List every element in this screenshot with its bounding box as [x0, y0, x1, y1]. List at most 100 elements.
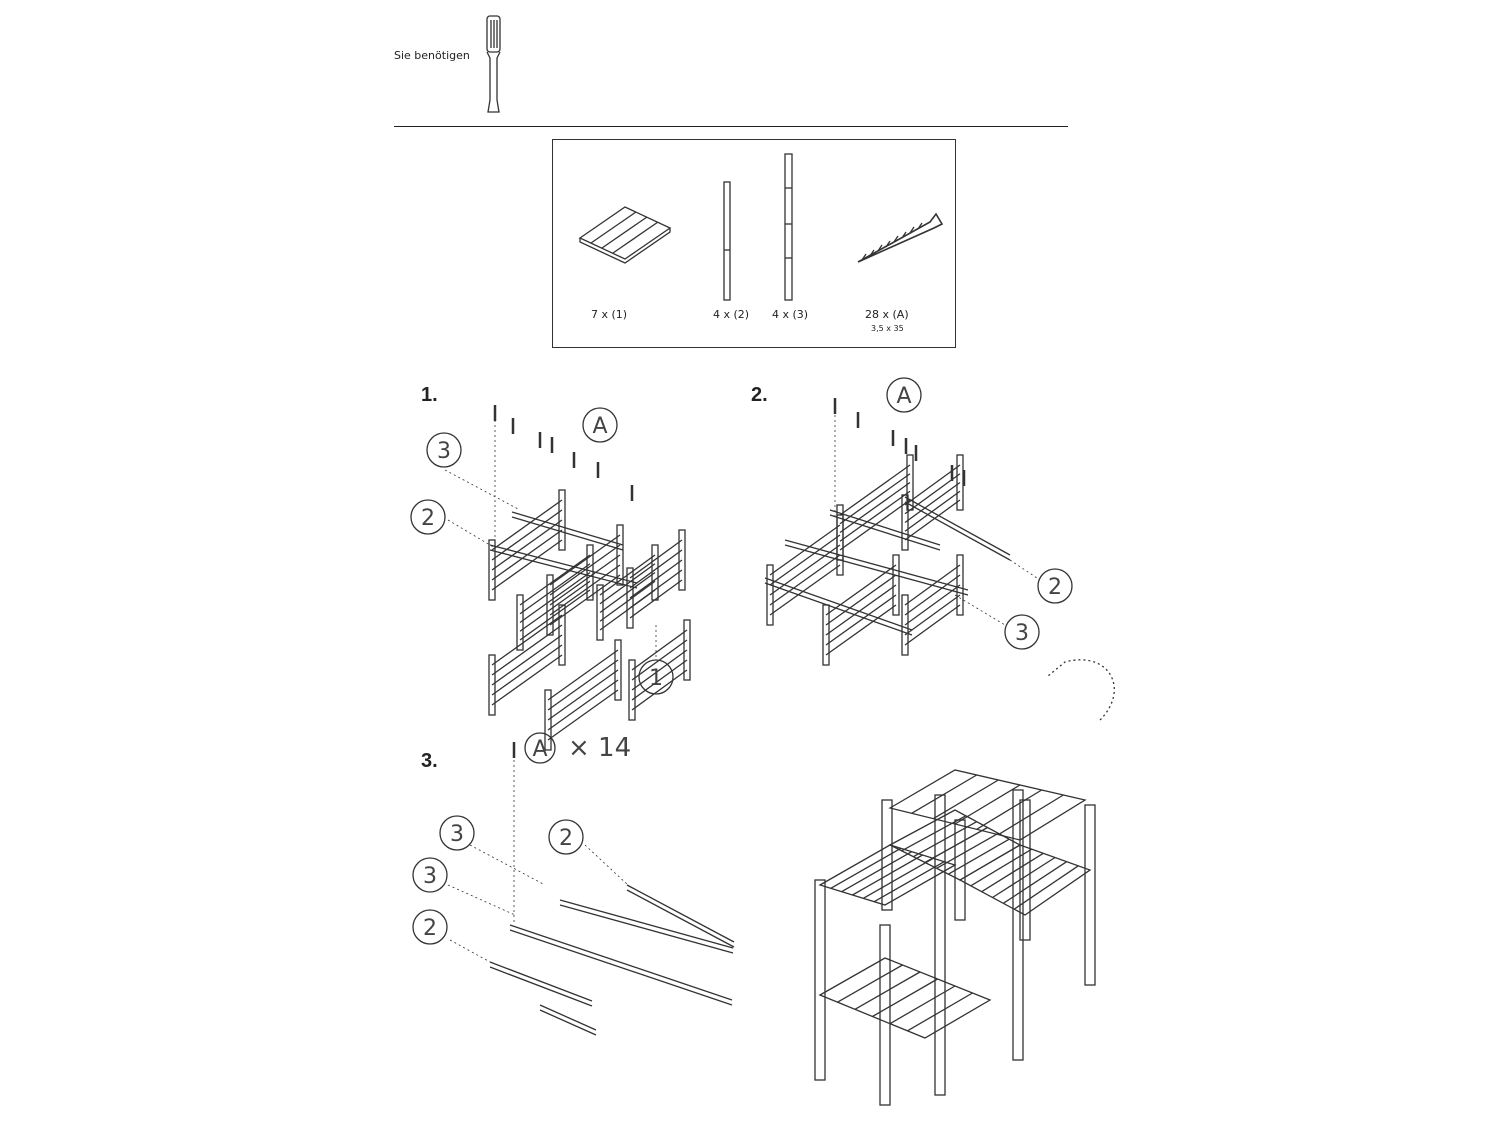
slat — [547, 649, 619, 701]
screw-count-label: × 14 — [568, 733, 631, 763]
slat — [904, 499, 961, 541]
side-frame — [546, 524, 624, 636]
slat — [854, 971, 921, 1010]
slat — [841, 851, 912, 893]
slat — [933, 779, 999, 820]
slat — [769, 544, 841, 596]
long-post-icon — [784, 153, 793, 301]
callout-part-2-label: 2 — [423, 916, 437, 941]
post — [901, 494, 909, 551]
post — [544, 689, 552, 751]
side-frame — [628, 619, 691, 721]
post — [651, 544, 659, 601]
slat — [769, 564, 841, 616]
post — [879, 924, 891, 1106]
slat — [547, 679, 619, 731]
part-2-qty: 4 x (2) — [713, 308, 750, 321]
slat — [839, 473, 911, 525]
callout-a — [886, 377, 922, 413]
slat — [904, 481, 961, 524]
post — [558, 489, 566, 551]
slat — [954, 784, 1021, 825]
slat — [491, 654, 563, 706]
rail — [626, 884, 735, 948]
slat — [491, 624, 563, 676]
slat — [519, 563, 591, 615]
callout-part-3-label: 3 — [1015, 621, 1029, 646]
slat — [901, 815, 967, 852]
callout-a — [582, 407, 618, 443]
rail — [904, 496, 1011, 561]
slat — [825, 604, 897, 656]
rail — [559, 899, 734, 954]
slat — [491, 614, 563, 666]
post — [616, 524, 624, 586]
post — [934, 794, 946, 1096]
screw-icon — [857, 212, 944, 263]
rail — [539, 1004, 597, 1036]
slat — [629, 549, 683, 589]
shelf-board-icon — [578, 206, 672, 264]
post — [814, 879, 826, 1081]
slat — [1013, 865, 1079, 910]
slat — [491, 539, 563, 591]
post — [596, 584, 604, 641]
slat — [904, 594, 961, 636]
screwdriver-icon — [486, 15, 501, 113]
slat — [992, 856, 1056, 899]
side-frame — [901, 554, 964, 656]
slat — [631, 669, 688, 711]
slat — [769, 554, 841, 606]
slat — [863, 857, 934, 899]
slat — [907, 992, 973, 1032]
post — [1084, 804, 1096, 986]
slat — [970, 848, 1033, 887]
slat — [769, 534, 841, 586]
rotate-arrow-icon — [1047, 659, 1115, 721]
slat — [549, 564, 621, 616]
post — [586, 544, 594, 601]
slat — [889, 985, 956, 1025]
callout-a — [524, 732, 556, 764]
guide — [1009, 559, 1041, 581]
rail — [784, 539, 969, 596]
slat — [825, 584, 897, 636]
callout-part-2-label: 2 — [559, 826, 573, 851]
callout-part-3 — [426, 432, 462, 468]
slat — [599, 589, 656, 631]
slat — [629, 579, 683, 619]
post — [558, 604, 566, 666]
slat — [948, 838, 1010, 875]
slat — [629, 539, 683, 579]
slat — [911, 774, 977, 814]
callout-part-2 — [410, 499, 446, 535]
slat — [830, 847, 902, 889]
part-3-qty: 4 x (3) — [772, 308, 809, 321]
slat — [629, 559, 683, 599]
slat — [631, 629, 688, 671]
callout-part-3 — [439, 815, 475, 851]
slat — [491, 644, 563, 696]
slat — [599, 580, 656, 622]
slat — [936, 832, 999, 869]
short-post-icon — [723, 181, 731, 301]
step-1-number: 1. — [421, 384, 438, 406]
post — [766, 564, 774, 626]
tools-needed-label: Sie benötigen — [394, 49, 470, 62]
side-frame — [766, 514, 844, 626]
callout-a-label: A — [532, 737, 547, 762]
slat — [839, 481, 911, 534]
side-frame — [516, 544, 594, 651]
post — [901, 594, 909, 656]
slat — [976, 789, 1043, 830]
post — [678, 529, 686, 591]
slat — [825, 564, 897, 616]
slat — [491, 634, 563, 686]
slat — [873, 861, 945, 903]
slat — [825, 574, 897, 626]
slat — [997, 794, 1064, 836]
slat — [547, 659, 619, 711]
callout-part-3 — [1004, 614, 1040, 650]
callout-a-label: A — [592, 414, 607, 439]
